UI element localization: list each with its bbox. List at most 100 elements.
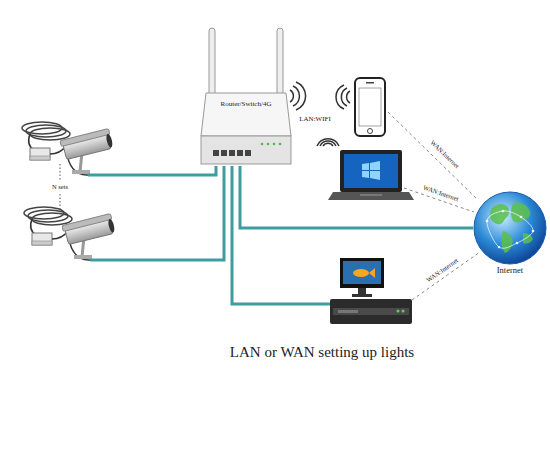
wifi-symbol: [296, 82, 306, 110]
lan-cable: [232, 166, 330, 304]
globe-sphere: [474, 192, 546, 264]
phone: [355, 78, 385, 136]
monitor: [340, 258, 384, 297]
lan-cable: [90, 166, 224, 260]
monitor: [352, 294, 372, 297]
laptop: [362, 171, 369, 178]
globe-land: [523, 233, 533, 244]
camera-1: [72, 170, 90, 174]
wifi-symbol: [317, 139, 339, 146]
phone: [366, 82, 374, 84]
phone: [359, 88, 381, 126]
router-port: [213, 150, 219, 156]
globe-node-dot: [516, 242, 519, 245]
n-sets-marker: [60, 194, 61, 210]
wifi-symbol: [341, 88, 347, 106]
router-led: [279, 143, 282, 146]
internet-globe: Internet: [473, 191, 547, 277]
wan-line: [412, 252, 480, 300]
laptop: [362, 163, 369, 170]
laptop: [344, 154, 398, 188]
router-led: [267, 143, 270, 146]
camera-2: [62, 214, 112, 232]
link-label: WAN:Internet: [421, 183, 460, 202]
dvr-recorder: [397, 310, 400, 313]
camera-2: [32, 213, 72, 225]
n-sets-marker: [60, 164, 61, 180]
laptop: [360, 194, 382, 196]
globe-node-dot: [532, 230, 535, 233]
count-note: N sets: [51, 183, 69, 190]
monitor: [369, 268, 375, 278]
monitor: [358, 288, 366, 294]
camera-2: [107, 218, 115, 233]
camera-1: [105, 133, 113, 148]
wifi-symbol: [323, 143, 333, 146]
camera-1: [30, 148, 50, 160]
router-box: Router/Switch/4G: [200, 92, 292, 166]
lan-cable: [88, 166, 330, 304]
camera-2: [32, 241, 52, 245]
router-port: [245, 150, 251, 156]
wifi-symbol: [290, 82, 306, 110]
phone: [355, 78, 385, 136]
wifi-symbol: [336, 85, 344, 109]
globe-node-dot: [520, 216, 523, 219]
globe-land: [501, 231, 513, 253]
globe-node-dot: [486, 220, 489, 223]
monitor: [340, 258, 384, 288]
router-top: [201, 93, 291, 136]
camera-2: [24, 207, 116, 260]
dvr-recorder: [333, 308, 409, 315]
globe-node-dot: [502, 210, 505, 213]
lan-cable: [88, 166, 216, 175]
link-label: WAN:Internet: [429, 138, 462, 170]
node-label: Internet: [497, 266, 523, 275]
wifi-symbol: [336, 85, 350, 109]
wifi-symbol: [347, 91, 350, 103]
globe-node-dot: [498, 246, 501, 249]
dvr-recorder: [330, 299, 412, 324]
monitor: [343, 261, 381, 284]
network-cable: [240, 166, 473, 228]
router-port: [237, 150, 243, 156]
router-antennas: [209, 28, 215, 96]
globe-shape: [473, 191, 547, 265]
wan-line: [388, 112, 480, 300]
router-antennas: [277, 28, 283, 96]
monitor: [353, 269, 369, 277]
router-port: [229, 150, 235, 156]
camera-1: [22, 122, 114, 175]
router-led: [261, 143, 264, 146]
globe-network: [487, 211, 533, 248]
router-port: [221, 150, 227, 156]
dvr-recorder: [330, 299, 412, 324]
router-front: [201, 136, 291, 164]
link-label: WAN:Internet: [424, 256, 460, 284]
laptop: [340, 150, 402, 192]
laptop: [328, 150, 414, 200]
router-led: [273, 143, 276, 146]
wifi-symbol: [320, 141, 336, 146]
phone: [368, 129, 373, 134]
laptop: [370, 171, 380, 180]
globe-land: [511, 203, 530, 223]
camera-2: [62, 213, 116, 245]
camera-1: [60, 129, 110, 147]
camera-1: [30, 156, 50, 160]
camera-1: [60, 128, 114, 160]
wifi-symbol: [293, 86, 299, 106]
laptop: [370, 161, 380, 170]
camera-2: [32, 233, 52, 245]
camera-2: [74, 255, 92, 259]
dvr-recorder: [402, 310, 405, 313]
dvr-recorder: [338, 310, 358, 313]
camera-1: [30, 128, 70, 140]
laptop: [328, 192, 414, 200]
wifi-symbol: [290, 90, 293, 102]
wifi-symbol: [317, 139, 339, 146]
figure-caption: LAN or WAN setting up lights: [229, 344, 415, 361]
